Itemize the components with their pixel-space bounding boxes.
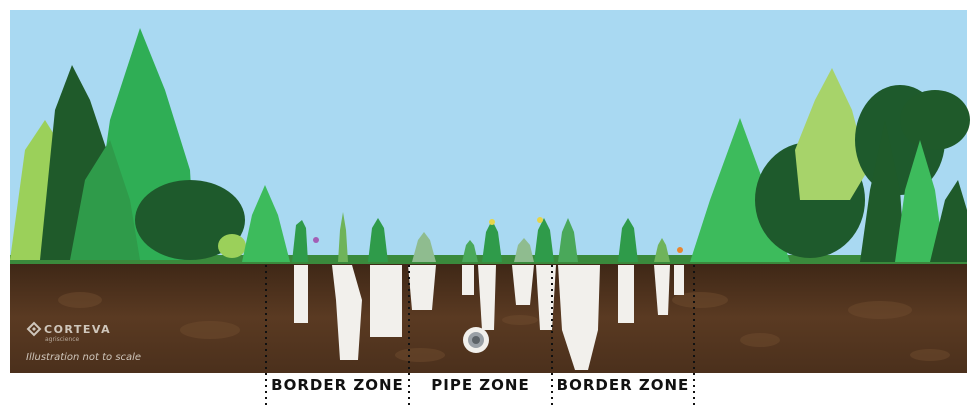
zone-label-pipe: PIPE ZONE <box>431 376 530 394</box>
right-tree-cluster <box>690 68 970 262</box>
scale-note: Illustration not to scale <box>26 352 142 363</box>
corteva-mark-icon <box>26 321 42 337</box>
zone-label-border-right: BORDER ZONE <box>556 376 690 394</box>
soil-texture <box>58 292 950 362</box>
logo-name: CORTEVA <box>44 323 112 336</box>
surface-plants <box>292 212 683 262</box>
root-systems <box>294 265 684 370</box>
drainage-pipe <box>463 327 489 353</box>
zone-label-border-left: BORDER ZONE <box>271 376 404 394</box>
logo-tagline: agriscience <box>45 336 80 343</box>
left-tree-cluster <box>10 28 290 262</box>
